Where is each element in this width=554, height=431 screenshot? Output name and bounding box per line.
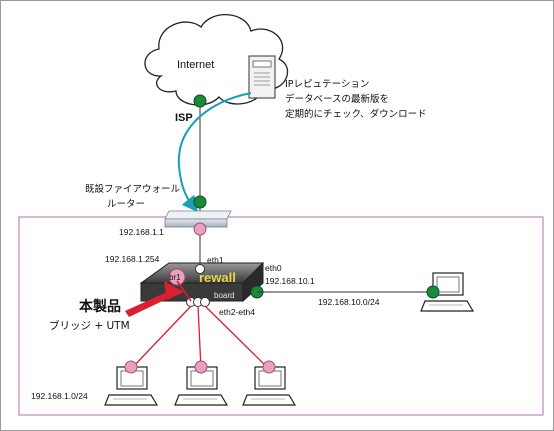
product-subtitle: ブリッジ + UTM — [49, 319, 130, 332]
product-pointer — [125, 291, 173, 317]
br1-label: br1 — [169, 273, 181, 282]
bridge-ip: 192.168.1.254 — [105, 254, 160, 264]
laptop-right-port — [426, 285, 440, 299]
product-title: 本製品 — [79, 298, 121, 315]
laptop-left-port — [124, 360, 138, 374]
firewall-port-label: board — [214, 291, 234, 300]
br1-port — [168, 268, 186, 286]
reputation-line-3: 定期的にチェック、ダウンロード — [285, 108, 427, 120]
router-label-1: 既設ファイアウォール — [85, 183, 181, 195]
laptop-middle-port — [194, 360, 208, 374]
eth4-port — [200, 297, 210, 307]
reputation-line-2: データベースの最新版を — [285, 93, 389, 105]
download-arrow — [177, 92, 252, 213]
eth0-ip: 192.168.10.1 — [265, 276, 315, 286]
lan-boundary — [18, 216, 544, 416]
isp-label: ISP — [175, 112, 193, 124]
lan-link-left — [130, 305, 192, 370]
reputation-line-1: IPレピュテーション — [285, 79, 369, 90]
laptop-right-icon — [420, 272, 475, 312]
laptop-middle-icon — [174, 366, 229, 406]
reputation-server-icon — [248, 55, 276, 99]
eth1-label: eth1 — [207, 255, 224, 265]
lan-link-middle — [197, 305, 202, 370]
router-label-2: ルーター — [107, 199, 145, 210]
eth0-label: eth0 — [265, 263, 282, 273]
laptop-right-bottom-port — [262, 360, 276, 374]
eth1-port — [195, 264, 205, 274]
router-ip: 192.168.1.1 — [119, 227, 164, 237]
firewall-brand: rewall — [199, 270, 236, 285]
router-wan-port — [193, 195, 207, 209]
router-device — [164, 210, 232, 228]
router-lan-port — [193, 222, 207, 236]
product-pointer-head — [164, 281, 184, 300]
internet-label: Internet — [177, 59, 214, 71]
lan-link-right — [204, 305, 270, 370]
isp-port — [193, 94, 207, 108]
bridge-link — [176, 280, 192, 302]
right-network-label: 192.168.10.0/24 — [318, 297, 380, 307]
eth-group-label: eth2-eth4 — [219, 307, 255, 317]
bottom-network-label: 192.168.1.0/24 — [31, 391, 88, 401]
laptop-right-bottom-icon — [242, 366, 297, 406]
